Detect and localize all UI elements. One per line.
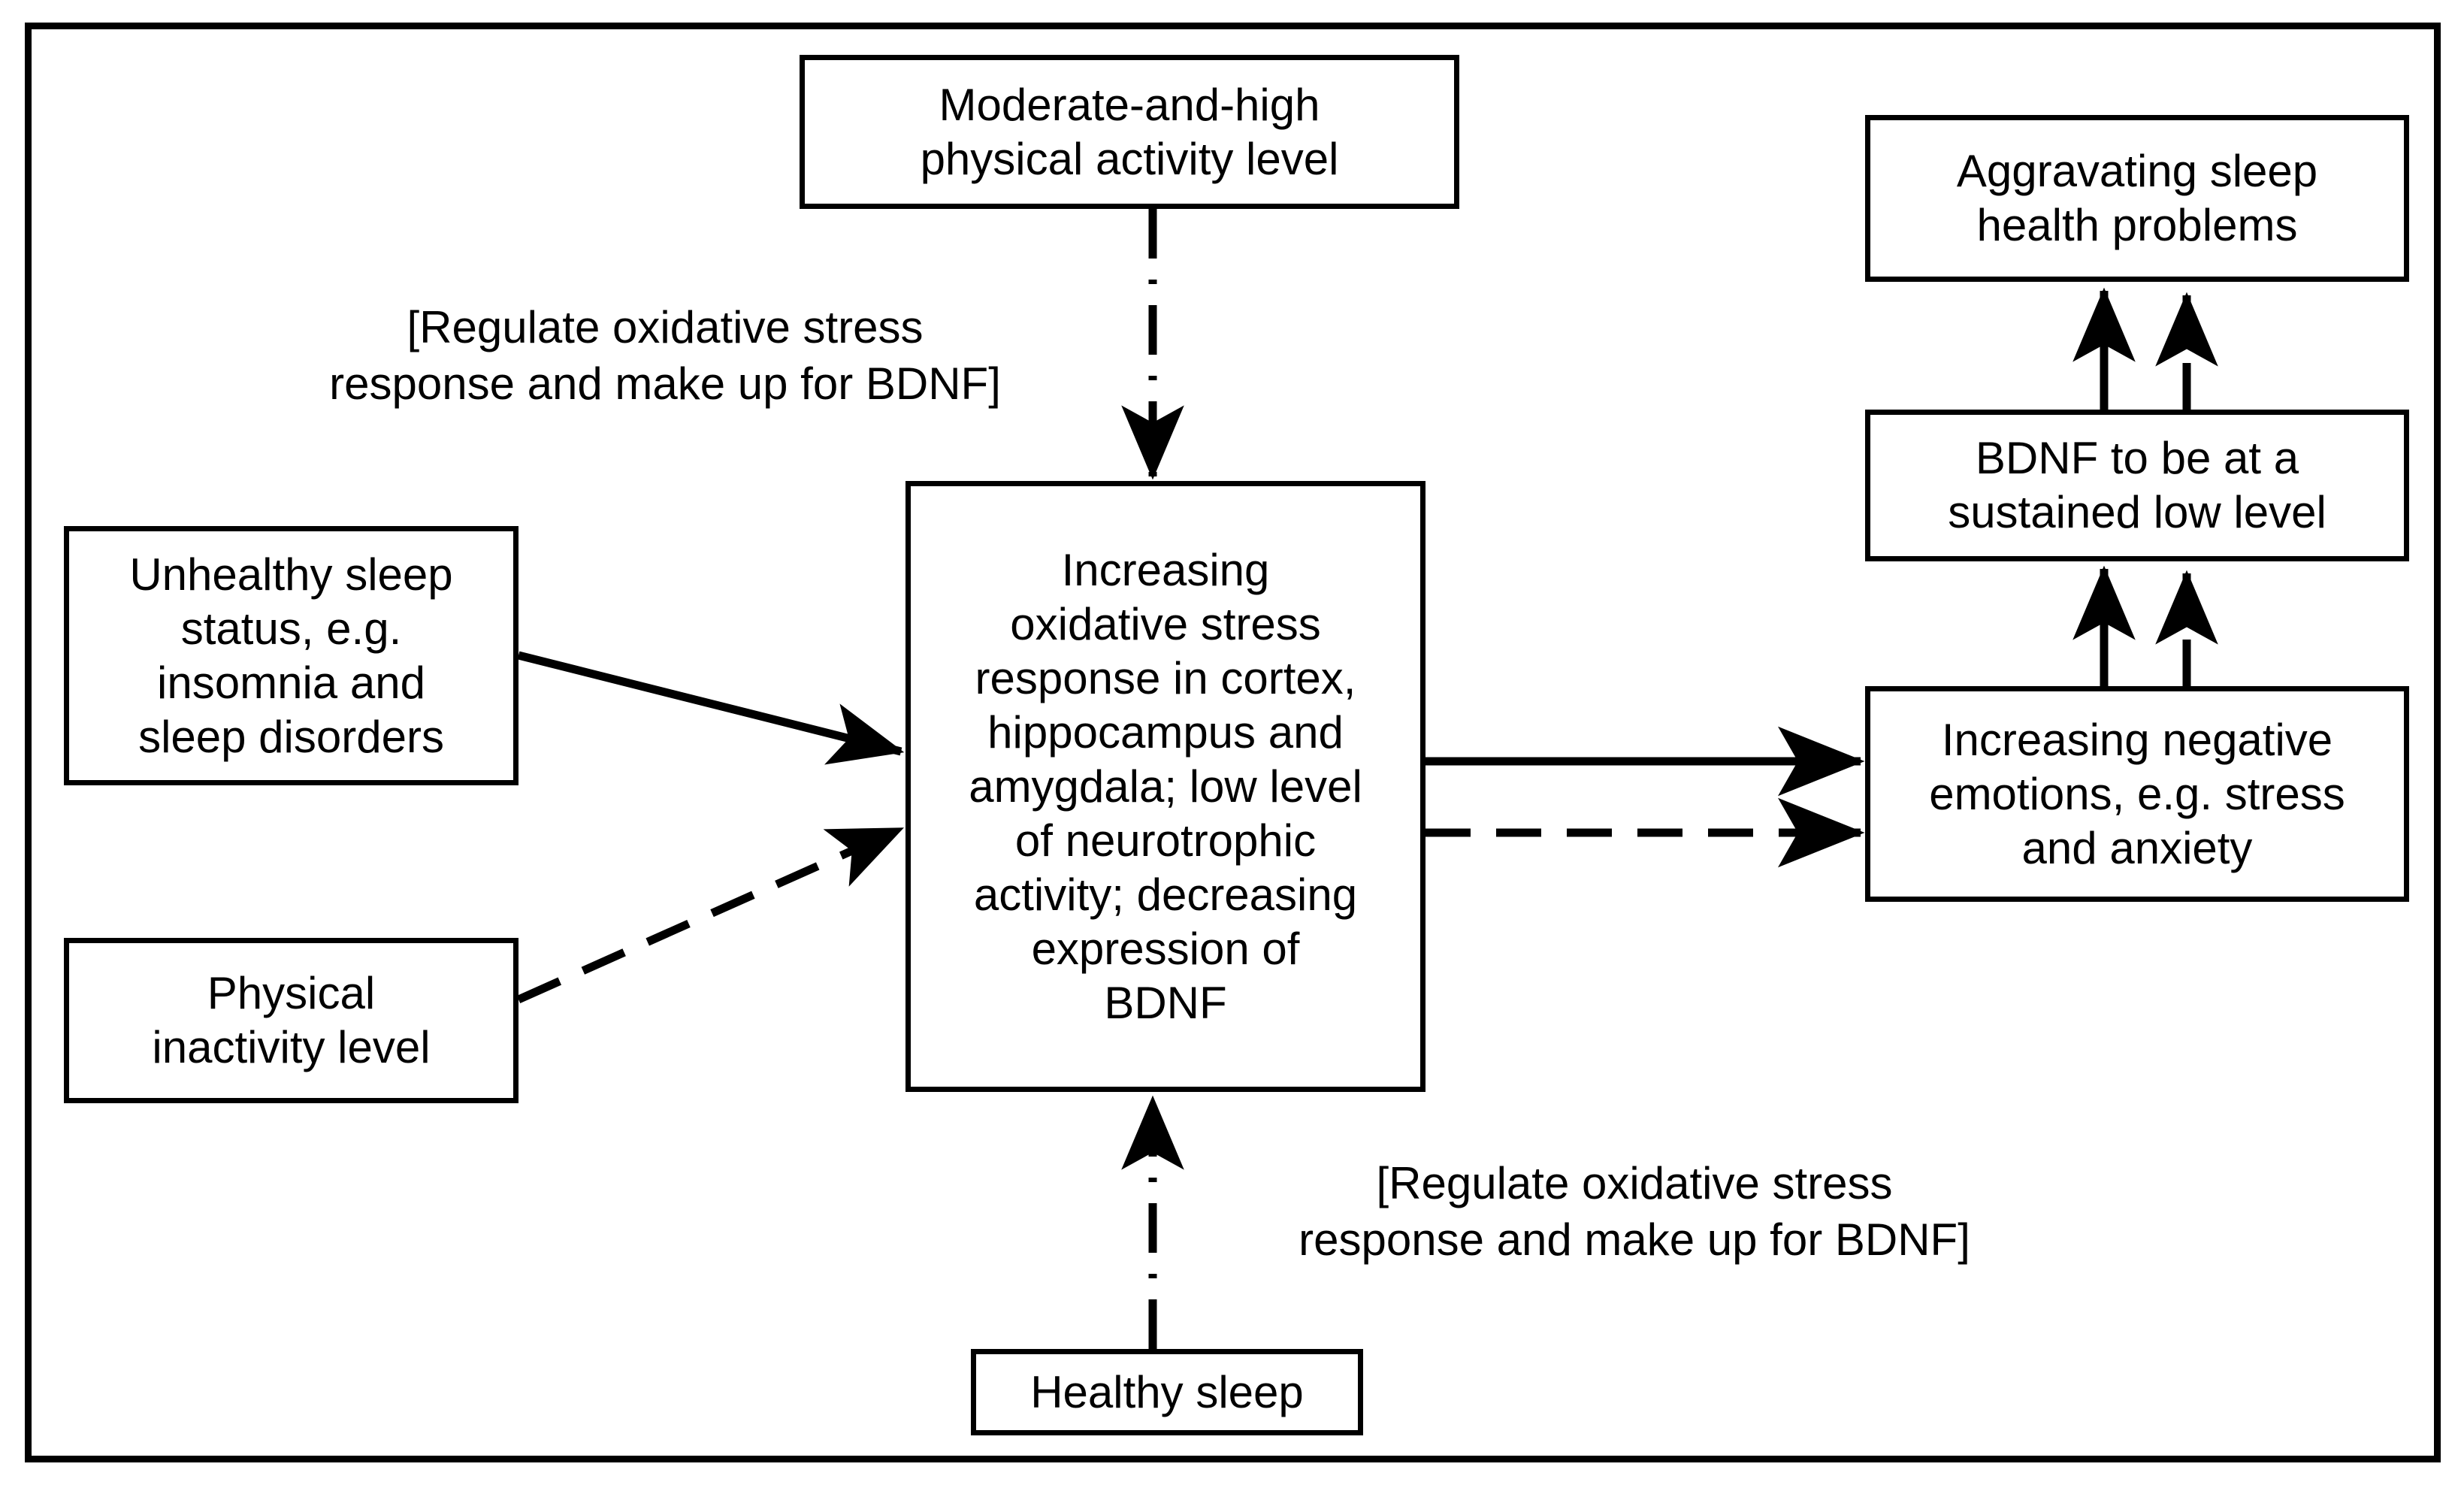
node-label: Increasing negative emotions, e.g. stres… <box>1929 714 2345 873</box>
node-increasing-oxidative-stress-response: Increasing oxidative stress response in … <box>905 481 1425 1092</box>
node-bdnf-sustained-low-level: BDNF to be at a sustained low level <box>1865 410 2409 561</box>
node-label: Physical inactivity level <box>152 968 431 1072</box>
node-label: BDNF to be at a sustained low level <box>1948 433 2326 537</box>
node-label: Aggravating sleep health problems <box>1956 146 2318 250</box>
node-label: Increasing oxidative stress response in … <box>969 544 1362 1028</box>
node-physical-inactivity-level: Physical inactivity level <box>64 938 518 1103</box>
node-label: Moderate-and-high physical activity leve… <box>920 79 1339 184</box>
node-healthy-sleep: Healthy sleep <box>971 1349 1363 1435</box>
node-unhealthy-sleep-status: Unhealthy sleep status, e.g. insomnia an… <box>64 526 518 785</box>
node-aggravating-sleep-health-problems: Aggravating sleep health problems <box>1865 115 2409 282</box>
node-label: Unhealthy sleep status, e.g. insomnia an… <box>129 549 453 762</box>
annotation-regulate-oxidative-stress-bottom: [Regulate oxidative stress response and … <box>1299 1158 1970 1265</box>
node-moderate-and-high-physical-activity-level: Moderate-and-high physical activity leve… <box>800 55 1459 209</box>
annotation-regulate-oxidative-stress-top: [Regulate oxidative stress response and … <box>329 302 1001 409</box>
node-label: Healthy sleep <box>1030 1366 1304 1417</box>
node-increasing-negative-emotions: Increasing negative emotions, e.g. stres… <box>1865 686 2409 902</box>
